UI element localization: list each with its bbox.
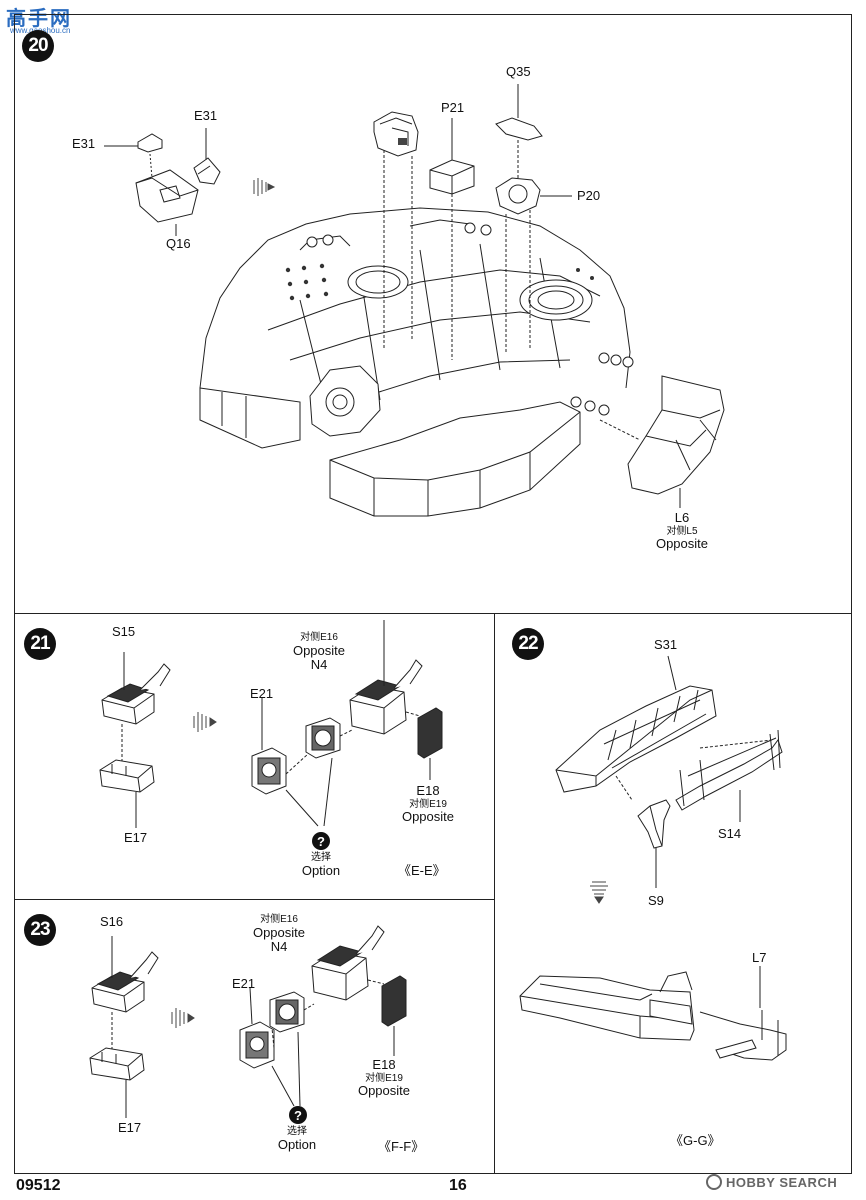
label-option-a: 选择 Option <box>301 852 341 878</box>
label-s14: S14 <box>718 826 742 841</box>
step-22-panel <box>494 613 852 1174</box>
label-l6: L6 对侧L5 Opposite <box>655 510 709 552</box>
label-s16: S16 <box>100 914 124 929</box>
label-l7: L7 <box>752 950 767 965</box>
page-number: 16 <box>449 1177 467 1194</box>
label-view-ee: 《E-E》 <box>398 863 446 878</box>
label-p21: P21 <box>441 100 465 115</box>
label-s15: S15 <box>112 624 136 639</box>
label-e31-top: E31 <box>194 108 218 123</box>
step-20-turret-drawing <box>0 0 866 620</box>
label-n4-a: 对侧E16 Opposite N4 <box>292 632 346 673</box>
step-23-badge: 23 <box>24 914 56 946</box>
label-n4-b: 对侧E16 Opposite N4 <box>252 914 306 955</box>
watermark-hobbysearch: HOBBY SEARCH <box>706 1174 837 1190</box>
label-e21-b: E21 <box>232 976 256 991</box>
watermark-logo: 高手网 <box>6 8 72 30</box>
label-e18-a: E18 对侧E19 Opposite <box>401 783 455 825</box>
label-e21-a: E21 <box>250 686 274 701</box>
step-23-panel <box>14 899 495 1174</box>
label-q35: Q35 <box>506 64 531 79</box>
label-view-gg: 《G-G》 <box>670 1133 721 1148</box>
label-e17-a: E17 <box>124 830 148 845</box>
label-s31: S31 <box>654 637 678 652</box>
label-e17-b: E17 <box>118 1120 142 1135</box>
label-e18-b: E18 对侧E19 Opposite <box>357 1057 411 1099</box>
catalog-number: 09512 <box>16 1177 61 1194</box>
label-s9: S9 <box>648 893 664 908</box>
step-22-badge: 22 <box>512 628 544 660</box>
step-20-badge: 20 <box>22 30 54 62</box>
hobbysearch-logo-icon <box>706 1174 722 1190</box>
label-e31-left: E31 <box>72 136 96 151</box>
label-option-b: 选择 Option <box>277 1126 317 1152</box>
question-icon: ? <box>289 1106 307 1124</box>
step-21-badge: 21 <box>24 628 56 660</box>
question-icon: ? <box>312 832 330 850</box>
label-q16: Q16 <box>166 236 191 251</box>
label-p20: P20 <box>577 188 601 203</box>
label-view-ff: 《F-F》 <box>378 1139 425 1154</box>
